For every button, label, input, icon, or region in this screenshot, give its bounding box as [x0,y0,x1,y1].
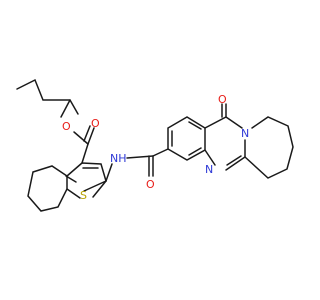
ester-o-to-sec-butyl-bond [60,99,71,118]
ester-carbonyl-double-bond [83,125,95,145]
pyrimidinone-double-bond [226,155,242,166]
thiophene-sulfur-label: S [80,189,87,202]
atom-labels: O O S NH O O N N [62,93,249,202]
benzene-inner-double-bonds [171,121,202,156]
thiophene-c-s-bonds [66,180,107,199]
cyclohexane-ring-bonds [27,165,68,212]
amide-carbonyl-double-bond [148,155,154,177]
ester-carbonyl-oxygen-label: O [91,117,100,130]
amide-c-to-benzene-bond [152,148,169,157]
quinazolinone-oxygen-label: O [218,93,227,106]
ring-to-nh-bond [105,163,113,182]
ester-carbon-to-ring-bond [81,143,89,164]
ring-nitrogen-top-label: N [241,127,249,140]
quinazolinone-carbonyl-double-bond [221,103,227,118]
molecule-structure: O O S NH O O N N [16,78,294,212]
ester-oxygen-label: O [62,120,71,133]
ring-nitrogen-bottom-label: N [205,163,213,176]
benzene-ring-bonds [167,116,206,161]
structure-canvas: O O S NH O O N N [16,78,294,212]
thiophene-ring-bonds [65,162,107,192]
sec-butyl-bonds [16,78,79,115]
azepane-ring-bonds [244,116,294,179]
amide-oxygen-label: O [146,178,155,191]
amide-nh-label: NH [110,152,127,165]
bonds [16,78,294,212]
ester-o-to-carbonyl-c-bond [73,131,89,145]
